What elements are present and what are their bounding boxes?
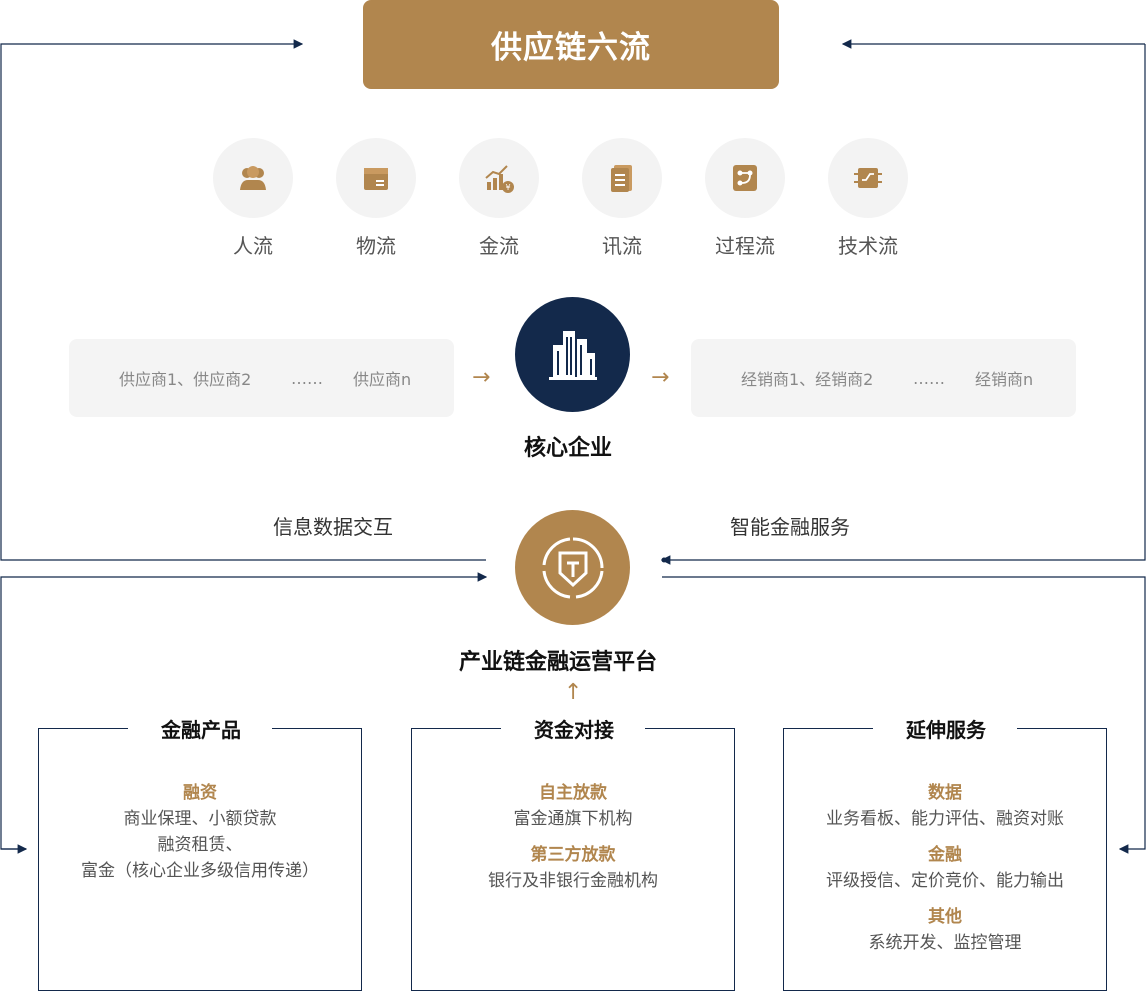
- section-title: 第三方放款: [530, 845, 616, 865]
- panel-body: 自主放款 富金通旗下机构 第三方放款 银行及非银行金融机构: [412, 780, 734, 894]
- section-line: 业务看板、能力评估、融资对账: [826, 809, 1064, 829]
- flow-information-label: 讯流: [602, 234, 642, 258]
- supply-chain-six-flows-banner: 供应链六流: [363, 0, 779, 89]
- suppliers-box: 供应商1、供应商2 …… 供应商n: [69, 339, 454, 417]
- flow-logistics: 物流: [326, 138, 426, 259]
- arrow-core-to-distributors: →: [651, 365, 670, 390]
- suppliers-ellipsis: ……: [291, 368, 323, 388]
- section-line: 银行及非银行金融机构: [488, 871, 658, 891]
- smart-finance-service-label: 智能金融服务: [730, 515, 850, 539]
- flow-technology-label: 技术流: [838, 234, 898, 258]
- panel-extended-services: 延伸服务 数据 业务看板、能力评估、融资对账 金融 评级授信、定价竞价、能力输出…: [783, 714, 1107, 991]
- loop-right-panel: [662, 576, 1146, 854]
- distributor-n: 经销商n: [975, 370, 1034, 389]
- flow-technology: 技术流: [818, 138, 918, 259]
- section-line: 系统开发、监控管理: [868, 933, 1022, 953]
- money-chart-icon: ¥: [485, 165, 514, 193]
- platform-circle: [515, 510, 630, 625]
- distributors-box: 经销商1、经销商2 …… 经销商n: [691, 339, 1076, 417]
- arrow-up-to-platform: ↑: [564, 680, 583, 705]
- process-icon: [733, 165, 757, 191]
- section-line: 富金（核心企业多级信用传递）: [81, 861, 319, 881]
- arrow-suppliers-to-core: →: [472, 365, 491, 390]
- panel-top-line-left: [38, 728, 128, 729]
- panel-title: 资金对接: [524, 714, 624, 743]
- circuit-icon: [854, 168, 882, 188]
- flow-process-circle: [705, 138, 785, 218]
- flow-technology-circle: [828, 138, 908, 218]
- section-title: 融资: [183, 783, 217, 803]
- box-icon: [364, 168, 388, 190]
- panel-title: 金融产品: [151, 714, 251, 743]
- panel-title: 延伸服务: [896, 714, 996, 743]
- buildings-icon: [548, 330, 597, 380]
- loop-left-to-banner: [0, 39, 486, 561]
- section-line: 富金通旗下机构: [513, 809, 633, 829]
- flow-capital: ¥ 金流: [449, 138, 549, 259]
- section-title: 金融: [928, 845, 962, 865]
- core-enterprise-circle: [515, 297, 630, 412]
- section-line: 融资租赁、: [157, 835, 243, 855]
- svg-text:¥: ¥: [505, 183, 510, 192]
- section-title: 数据: [928, 783, 962, 803]
- panel-funding-matching: 资金对接 自主放款 富金通旗下机构 第三方放款 银行及非银行金融机构: [411, 714, 735, 991]
- flow-process-label: 过程流: [715, 234, 775, 258]
- section-line: 评级授信、定价竞价、能力输出: [826, 871, 1064, 891]
- core-enterprise-label: 核心企业: [524, 436, 613, 461]
- supplier-n: 供应商n: [353, 370, 412, 389]
- flow-logistics-circle: [336, 138, 416, 218]
- panel-top-line-right: [272, 728, 362, 729]
- panel-top-line-right: [1017, 728, 1107, 729]
- flow-capital-circle: ¥: [459, 138, 539, 218]
- shield-logo-icon: [542, 537, 603, 598]
- banner-title: 供应链六流: [491, 30, 651, 66]
- flow-information-circle: [582, 138, 662, 218]
- flow-people: 人流: [203, 138, 303, 259]
- section-line: 商业保理、小额贷款: [123, 809, 277, 829]
- panel-body: 融资 商业保理、小额贷款 融资租赁、 富金（核心企业多级信用传递）: [39, 780, 361, 884]
- flow-process: 过程流: [695, 138, 795, 259]
- suppliers-list: 供应商1、供应商2: [119, 370, 252, 389]
- flow-information: 讯流: [572, 138, 672, 259]
- flow-logistics-label: 物流: [356, 234, 396, 258]
- flow-people-circle: [213, 138, 293, 218]
- document-icon: [611, 165, 632, 192]
- distributors-ellipsis: ……: [913, 368, 945, 388]
- section-title: 其他: [928, 907, 962, 927]
- platform-label: 产业链金融运营平台: [459, 650, 658, 675]
- distributors-list: 经销商1、经销商2: [741, 370, 874, 389]
- panel-financial-products: 金融产品 融资 商业保理、小额贷款 融资租赁、 富金（核心企业多级信用传递）: [38, 714, 362, 991]
- panel-body: 数据 业务看板、能力评估、融资对账 金融 评级授信、定价竞价、能力输出 其他 系…: [784, 780, 1106, 956]
- panel-top-line-left: [411, 728, 501, 729]
- flow-people-label: 人流: [233, 234, 273, 258]
- info-data-exchange-label: 信息数据交互: [273, 515, 393, 539]
- people-icon: [240, 166, 266, 190]
- panel-top-line-right: [645, 728, 735, 729]
- section-title: 自主放款: [539, 783, 607, 803]
- loop-right-from-banner: [660, 44, 1146, 565]
- flow-capital-label: 金流: [479, 234, 519, 258]
- panel-top-line-left: [783, 728, 873, 729]
